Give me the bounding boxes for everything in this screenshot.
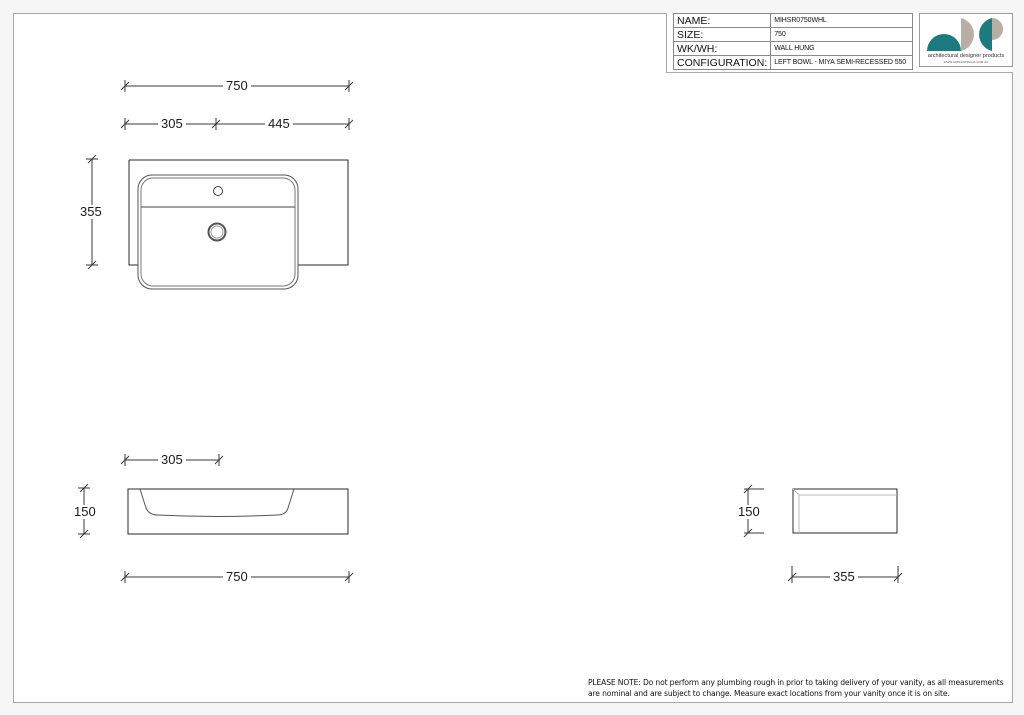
- logo-url: WWW.ADPAUSTRALIA.COM.AU: [943, 60, 989, 64]
- front-bowl-offset-dimension: 305: [158, 453, 186, 467]
- plan-remaining-width-dimension: 445: [265, 117, 293, 131]
- front-width-dimension: 750: [223, 570, 251, 584]
- plan-width-dimension: 750: [223, 79, 251, 93]
- plumbing-disclaimer-note: PLEASE NOTE: Do not perform any plumbing…: [588, 678, 1004, 698]
- title-block-table: NAME: MIHSR0750WHL SIZE: 750 WK/WH: WALL…: [672, 13, 913, 70]
- company-logo: architectural designer products WWW.ADPA…: [919, 13, 1013, 67]
- adp-logo-icon: [927, 18, 1003, 51]
- side-depth-dimension: 355: [830, 570, 858, 584]
- side-view: [743, 484, 903, 583]
- plan-depth-dimension: 355: [77, 205, 105, 219]
- title-label: CONFIGURATION:: [672, 55, 772, 70]
- side-height-dimension: 150: [735, 505, 763, 519]
- logo-caption: architectural designer products: [927, 53, 1005, 59]
- title-label: WK/WH:: [672, 41, 772, 56]
- front-height-dimension: 150: [71, 505, 99, 519]
- plan-view: [86, 80, 354, 290]
- title-row-configuration: CONFIGURATION: LEFT BOWL - MIYA SEMI-REC…: [672, 55, 913, 70]
- front-view: [78, 454, 354, 583]
- title-value: LEFT BOWL - MIYA SEMI-RECESSED 550: [770, 55, 913, 70]
- title-label: SIZE:: [672, 27, 772, 42]
- plan-bowl-offset-dimension: 305: [158, 117, 186, 131]
